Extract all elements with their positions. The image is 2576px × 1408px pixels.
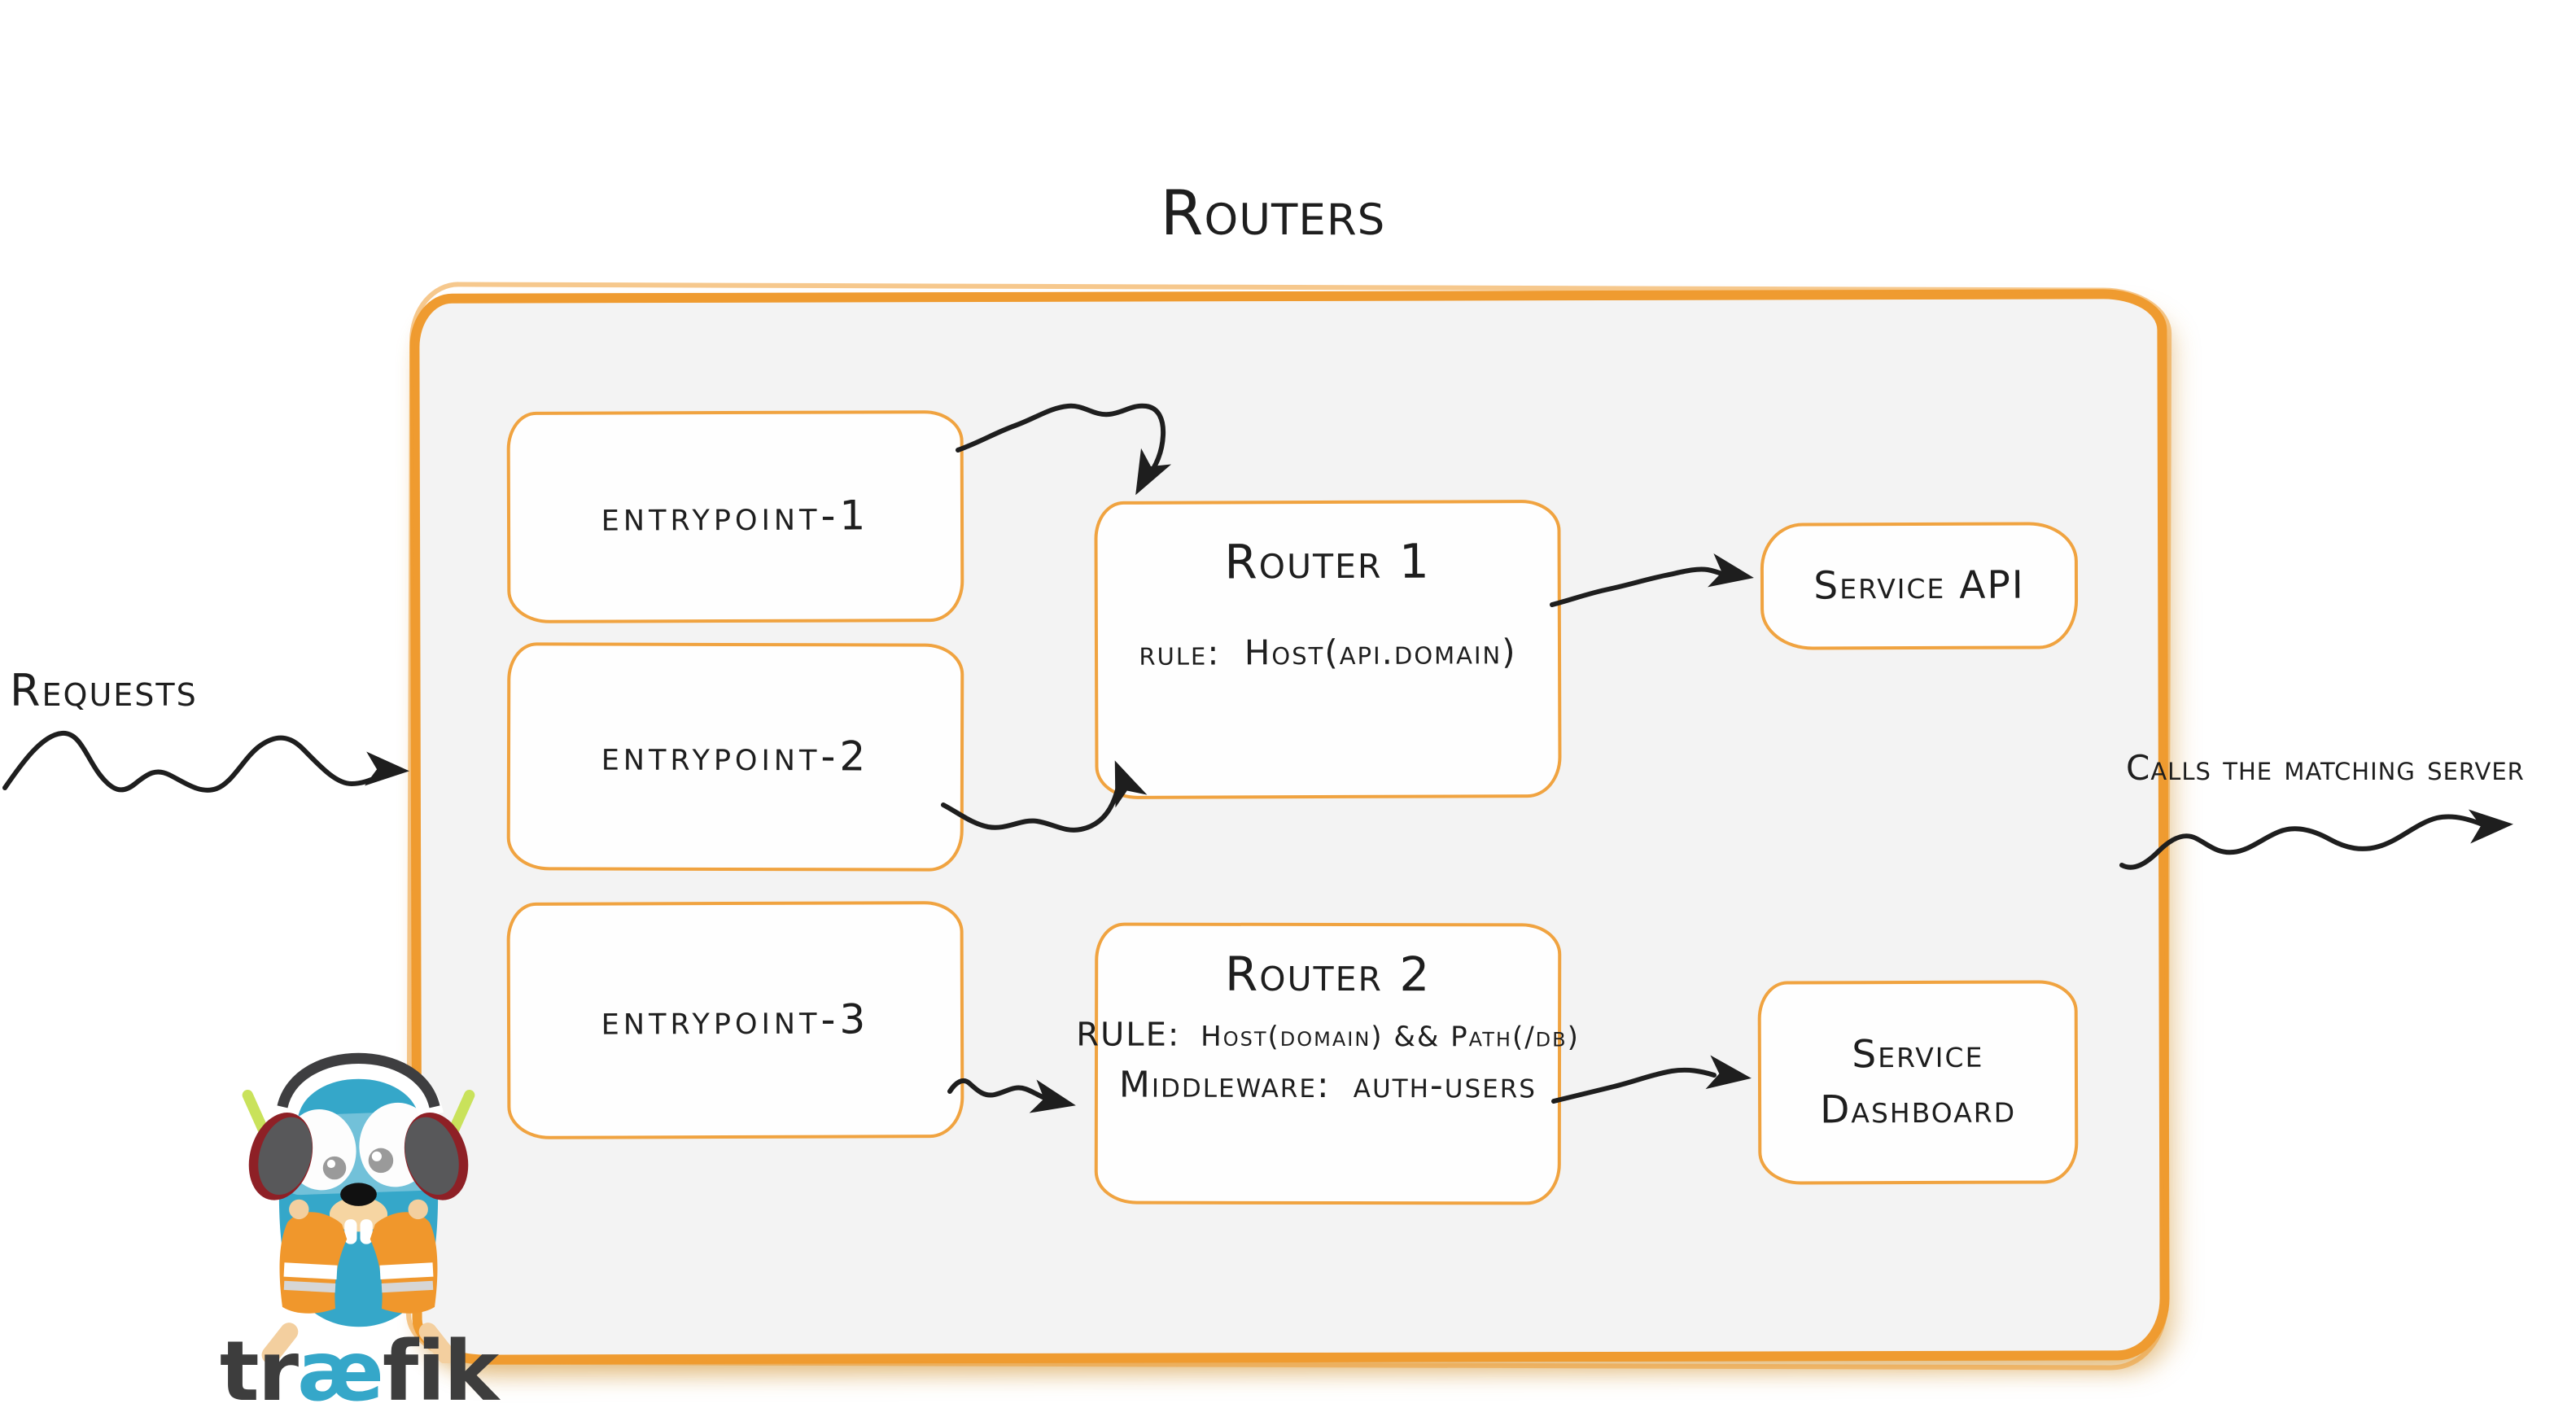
entrypoint-2-label: entrypoint-2 — [601, 732, 870, 781]
traefik-wordmark: træfik — [219, 1323, 499, 1408]
service-api-box: Service API — [1760, 522, 2079, 650]
traefik-logo: træfik — [220, 1016, 499, 1408]
router-2-middleware-value: auth-users — [1353, 1064, 1537, 1107]
router-2-box: Router 2 RULE: Host(domain) && Path(/db)… — [1076, 922, 1580, 1205]
diagram-title: Routers — [1160, 177, 1386, 249]
service-api-label: Service API — [1813, 562, 2025, 609]
entrypoint-2-box: entrypoint-2 — [506, 642, 964, 872]
router-2-rule: RULE: Host(domain) && Path(/db) — [1076, 1016, 1580, 1054]
router-1-rule: rule: Host(api.domain) — [1139, 632, 1516, 673]
router-2-name: Router 2 — [1224, 946, 1432, 1003]
router-1-rule-value: Host(api.domain) — [1244, 631, 1517, 673]
service-dashboard-label-line2: Dashboard — [1820, 1087, 2017, 1133]
gopher-tooth-left — [344, 1219, 357, 1244]
traefik-gopher-mascot-icon — [242, 1052, 475, 1363]
service-dashboard-label-line1: Service — [1852, 1031, 1984, 1078]
requests-label: Requests — [10, 665, 198, 716]
gopher-tooth-right — [360, 1219, 373, 1244]
entrypoint-3-box: entrypoint-3 — [506, 901, 964, 1139]
safety-vest — [279, 1212, 438, 1314]
gopher-foot-right — [418, 1323, 456, 1363]
service-dashboard-box: Service Dashboard — [1757, 980, 2079, 1185]
headphones — [248, 1052, 469, 1200]
router-1-box: Router 1 rule: Host(api.domain) — [1094, 500, 1562, 799]
calls-arrow — [2119, 809, 2513, 870]
wordmark-pre: tr — [219, 1323, 299, 1408]
gopher-nose — [340, 1183, 377, 1206]
entrypoint-1-label: entrypoint-1 — [601, 492, 870, 540]
gopher-muzzle — [329, 1196, 388, 1232]
calls-matching-server-label: Calls the matching server — [2126, 748, 2525, 788]
router-2-rule-label: RULE: — [1076, 1016, 1181, 1054]
gopher-hand-left — [289, 1199, 309, 1220]
gopher-foot-left — [261, 1323, 299, 1363]
router-2-rule-value: Host(domain) && Path(/db) — [1201, 1020, 1580, 1054]
router-2-middleware: Middleware: auth-users — [1118, 1064, 1537, 1107]
gopher-hand-right — [408, 1199, 428, 1220]
wordmark-ae: æ — [296, 1323, 384, 1408]
router-2-middleware-label: Middleware: — [1118, 1064, 1331, 1106]
router-1-rule-label: rule: — [1139, 632, 1221, 673]
entrypoint-1-box: entrypoint-1 — [506, 410, 964, 623]
entrypoint-3-label: entrypoint-3 — [601, 995, 870, 1044]
requests-arrow — [2, 731, 409, 793]
router-1-name: Router 1 — [1224, 533, 1431, 590]
wordmark-post: fik — [382, 1323, 499, 1408]
